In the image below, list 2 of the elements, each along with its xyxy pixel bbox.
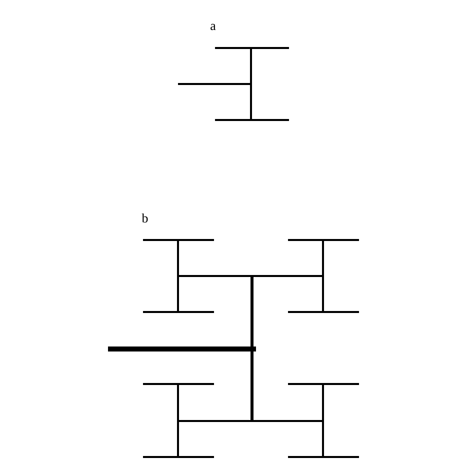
panel-label: b (142, 213, 148, 223)
panel-label: a (210, 24, 216, 30)
